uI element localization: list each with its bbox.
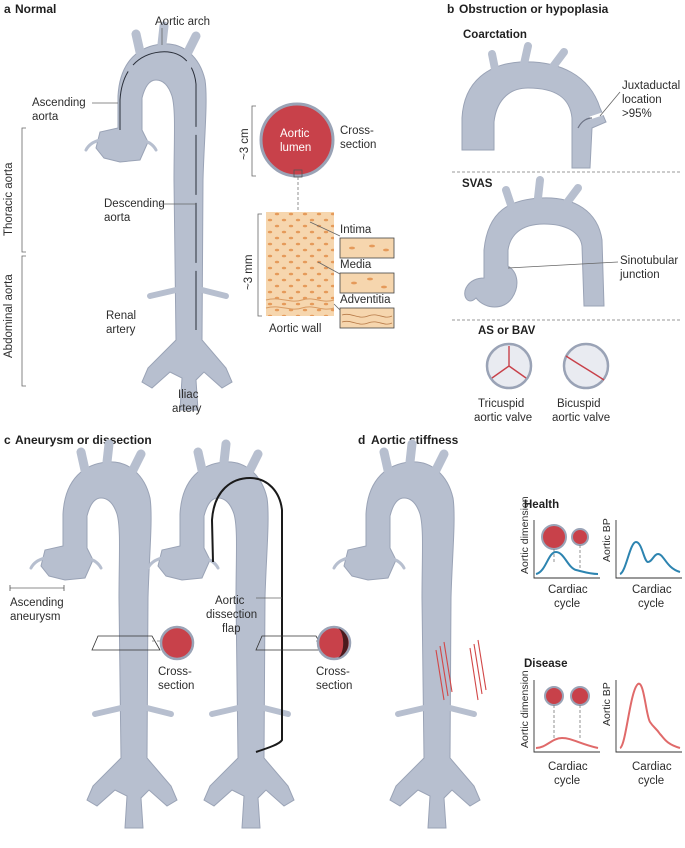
label-media: Media bbox=[340, 259, 372, 271]
panel-d: d Aortic stiffness Health Disease Aortic… bbox=[334, 433, 682, 828]
label-ascending-1: Ascending bbox=[32, 97, 86, 109]
panel-b-letter: b bbox=[447, 2, 454, 16]
label-disease: Disease bbox=[524, 658, 567, 670]
label-as-bav: AS or BAV bbox=[478, 325, 536, 337]
label-health: Health bbox=[524, 499, 559, 511]
disease-bp-graph: Aortic BP Cardiac cycle bbox=[601, 680, 682, 787]
label-lumen: lumen bbox=[280, 142, 311, 154]
label-section-c1: section bbox=[158, 680, 194, 692]
disease-dimension-graph: Aortic dimension Cardiac cycle bbox=[519, 670, 600, 787]
label-cross-c2: Cross- bbox=[316, 666, 350, 678]
label-flap: flap bbox=[222, 623, 241, 635]
health-dim-xlabel-2: cycle bbox=[554, 598, 580, 610]
media-box bbox=[339, 272, 395, 294]
label-sinotubular-2: junction bbox=[619, 269, 660, 281]
label-juxtaductal-2: location bbox=[622, 94, 662, 106]
panel-a-letter: a bbox=[4, 2, 11, 16]
health-bp-ylabel: Aortic BP bbox=[601, 518, 613, 562]
label-asc-aneurysm-2: aneurysm bbox=[10, 611, 61, 623]
label-coarctation: Coarctation bbox=[463, 29, 527, 41]
label-bicuspid-2: aortic valve bbox=[552, 412, 610, 424]
health-dimension-ylabel: Aortic dimension bbox=[519, 496, 531, 574]
disease-dim-xlabel-1: Cardiac bbox=[548, 761, 588, 773]
label-tricuspid-2: aortic valve bbox=[474, 412, 532, 424]
label-descending-2: aorta bbox=[104, 212, 131, 224]
label-iliac-1: Iliac bbox=[178, 389, 199, 401]
adventitia-box bbox=[339, 307, 395, 329]
panel-d-title: Aortic stiffness bbox=[371, 433, 459, 447]
label-dissection: dissection bbox=[206, 609, 257, 621]
disease-bp-xlabel-2: cycle bbox=[638, 775, 664, 787]
label-ascending-2: aorta bbox=[32, 111, 59, 123]
panel-a-title: Normal bbox=[15, 2, 56, 16]
health-bp-xlabel-2: cycle bbox=[638, 598, 664, 610]
label-renal-1: Renal bbox=[106, 310, 136, 322]
intima-box bbox=[339, 237, 395, 259]
label-cross: Cross- bbox=[340, 125, 374, 137]
label-asc-aneurysm-1: Ascending bbox=[10, 597, 64, 609]
panel-b: b Obstruction or hypoplasia Coarctation … bbox=[447, 2, 680, 424]
label-svas: SVAS bbox=[462, 178, 493, 190]
stiff-aorta-illustration bbox=[334, 444, 487, 828]
label-3cm: ~3 cm bbox=[239, 128, 251, 160]
label-juxtaductal-1: Juxtaductal bbox=[622, 80, 680, 92]
health-bp-xlabel-1: Cardiac bbox=[632, 584, 672, 596]
panel-c-letter: c bbox=[4, 433, 11, 447]
svas-illustration bbox=[464, 176, 605, 308]
health-dimension-graph: Aortic dimension Cardiac cycle bbox=[519, 496, 600, 610]
health-dim-xlabel-1: Cardiac bbox=[548, 584, 588, 596]
coarctation-illustration bbox=[461, 42, 609, 169]
label-3mm: ~3 mm bbox=[243, 255, 255, 290]
cross-section-circle bbox=[159, 625, 195, 661]
label-renal-2: artery bbox=[106, 324, 136, 336]
label-bicuspid-1: Bicuspid bbox=[557, 398, 600, 410]
label-intima: Intima bbox=[340, 224, 372, 236]
label-section-c2: section bbox=[316, 680, 352, 692]
label-tricuspid-1: Tricuspid bbox=[478, 398, 524, 410]
label-aortic: Aortic bbox=[280, 128, 310, 140]
label-abdominal-aorta: Abdominal aorta bbox=[3, 274, 15, 358]
disease-dimension-ylabel: Aortic dimension bbox=[519, 670, 531, 748]
dissection-aorta-illustration bbox=[148, 444, 294, 828]
disease-bp-xlabel-1: Cardiac bbox=[632, 761, 672, 773]
label-thoracic-aorta: Thoracic aorta bbox=[3, 162, 15, 236]
panel-b-title: Obstruction or hypoplasia bbox=[459, 2, 609, 16]
dissection-cross-section-circle bbox=[316, 625, 352, 661]
bicuspid-valve-icon bbox=[562, 342, 610, 390]
label-adventitia: Adventitia bbox=[340, 294, 391, 306]
label-aortic-wall: Aortic wall bbox=[269, 323, 321, 335]
label-iliac-2: artery bbox=[172, 403, 202, 415]
label-juxtaductal-3: >95% bbox=[622, 108, 652, 120]
normal-aorta-illustration bbox=[86, 26, 232, 410]
aortic-wall-tissue bbox=[265, 212, 335, 316]
label-descending-1: Descending bbox=[104, 198, 165, 210]
lumen-cross-section: Aortic lumen bbox=[259, 102, 335, 178]
panel-c: c Aneurysm or dissection Ascending aneur… bbox=[4, 433, 352, 828]
tricuspid-valve-icon bbox=[485, 342, 533, 390]
label-aortic-arch: Aortic arch bbox=[155, 16, 210, 28]
panel-c-title: Aneurysm or dissection bbox=[15, 433, 152, 447]
panel-d-letter: d bbox=[358, 433, 365, 447]
disease-dim-xlabel-2: cycle bbox=[554, 775, 580, 787]
label-aortic-c: Aortic bbox=[215, 595, 245, 607]
label-section: section bbox=[340, 139, 376, 151]
panel-a: a Normal Aortic arch Ascending aorta Des… bbox=[3, 2, 395, 415]
disease-bp-ylabel: Aortic BP bbox=[601, 682, 613, 726]
health-bp-graph: Aortic BP Cardiac cycle bbox=[601, 518, 682, 610]
label-sinotubular-1: Sinotubular bbox=[620, 255, 678, 267]
label-cross-c1: Cross- bbox=[158, 666, 192, 678]
